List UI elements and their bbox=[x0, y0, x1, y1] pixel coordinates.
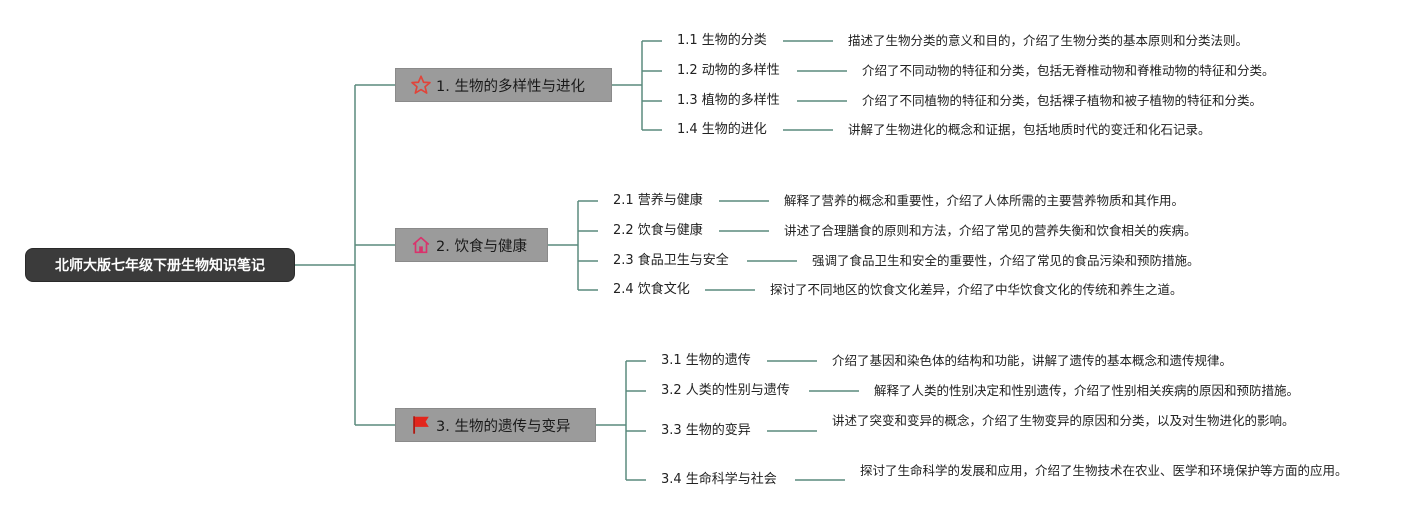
branch-topic-2[interactable]: 2. 饮食与健康 bbox=[395, 228, 548, 262]
subtopic-1-2[interactable]: 1.2 动物的多样性 bbox=[677, 63, 780, 78]
subtopic-desc-2-1: 解释了营养的概念和重要性，介绍了人体所需的主要营养物质和其作用。 bbox=[784, 193, 1185, 208]
subtopic-2-4[interactable]: 2.4 饮食文化 bbox=[613, 282, 690, 297]
subtopic-2-1[interactable]: 2.1 营养与健康 bbox=[613, 193, 703, 208]
subtopic-2-2[interactable]: 2.2 饮食与健康 bbox=[613, 223, 703, 238]
subtopic-3-2[interactable]: 3.2 人类的性别与遗传 bbox=[661, 383, 790, 398]
branch-topic-3[interactable]: 3. 生物的遗传与变异 bbox=[395, 408, 596, 442]
subtopic-1-1[interactable]: 1.1 生物的分类 bbox=[677, 33, 767, 48]
branch-title: 2. 饮食与健康 bbox=[436, 238, 527, 255]
branch-title: 3. 生物的遗传与变异 bbox=[436, 418, 571, 435]
star-icon bbox=[410, 74, 432, 96]
subtopic-desc-2-2: 讲述了合理膳食的原则和方法，介绍了常见的营养失衡和饮食相关的疾病。 bbox=[784, 223, 1197, 238]
subtopic-1-3[interactable]: 1.3 植物的多样性 bbox=[677, 93, 780, 108]
subtopic-desc-3-4: 探讨了生命科学的发展和应用，介绍了生物技术在农业、医学和环境保护等方面的应用。 bbox=[860, 463, 1348, 478]
subtopic-3-3[interactable]: 3.3 生物的变异 bbox=[661, 423, 751, 438]
subtopic-2-3[interactable]: 2.3 食品卫生与安全 bbox=[613, 253, 729, 268]
subtopic-1-4[interactable]: 1.4 生物的进化 bbox=[677, 122, 767, 137]
subtopic-desc-1-3: 介绍了不同植物的特征和分类，包括裸子植物和被子植物的特征和分类。 bbox=[862, 93, 1263, 108]
subtopic-desc-3-1: 介绍了基因和染色体的结构和功能，讲解了遗传的基本概念和遗传规律。 bbox=[832, 353, 1233, 368]
subtopic-desc-3-3: 讲述了突变和变异的概念，介绍了生物变异的原因和分类，以及对生物进化的影响。 bbox=[832, 413, 1295, 428]
subtopic-desc-1-4: 讲解了生物进化的概念和证据，包括地质时代的变迁和化石记录。 bbox=[848, 122, 1211, 137]
branch-topic-1[interactable]: 1. 生物的多样性与进化 bbox=[395, 68, 612, 102]
flag-icon bbox=[410, 414, 432, 436]
subtopic-desc-3-2: 解释了人类的性别决定和性别遗传，介绍了性别相关疾病的原因和预防措施。 bbox=[874, 383, 1300, 398]
root-topic[interactable]: 北师大版七年级下册生物知识笔记 bbox=[25, 248, 295, 282]
subtopic-3-4[interactable]: 3.4 生命科学与社会 bbox=[661, 472, 777, 487]
subtopic-desc-2-3: 强调了食品卫生和安全的重要性，介绍了常见的食品污染和预防措施。 bbox=[812, 253, 1200, 268]
branch-title: 1. 生物的多样性与进化 bbox=[436, 78, 585, 95]
subtopic-desc-1-1: 描述了生物分类的意义和目的，介绍了生物分类的基本原则和分类法则。 bbox=[848, 33, 1249, 48]
subtopic-desc-2-4: 探讨了不同地区的饮食文化差异，介绍了中华饮食文化的传统和养生之道。 bbox=[770, 282, 1183, 297]
home-icon bbox=[410, 234, 432, 256]
root-title: 北师大版七年级下册生物知识笔记 bbox=[55, 258, 265, 274]
subtopic-desc-1-2: 介绍了不同动物的特征和分类，包括无脊椎动物和脊椎动物的特征和分类。 bbox=[862, 63, 1275, 78]
subtopic-3-1[interactable]: 3.1 生物的遗传 bbox=[661, 353, 751, 368]
